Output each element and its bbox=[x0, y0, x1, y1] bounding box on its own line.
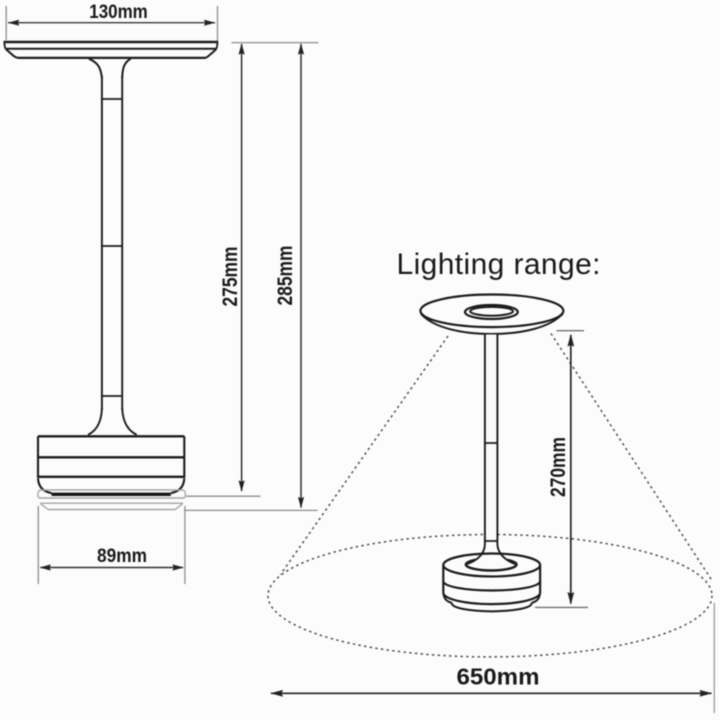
svg-text:285mm: 285mm bbox=[274, 246, 297, 306]
svg-text:89mm: 89mm bbox=[97, 546, 147, 567]
svg-text:Lighting range:: Lighting range: bbox=[397, 248, 601, 281]
svg-text:650mm: 650mm bbox=[457, 664, 540, 690]
svg-text:130mm: 130mm bbox=[89, 2, 148, 23]
svg-text:275mm: 275mm bbox=[219, 247, 242, 307]
svg-text:270mm: 270mm bbox=[546, 437, 570, 497]
